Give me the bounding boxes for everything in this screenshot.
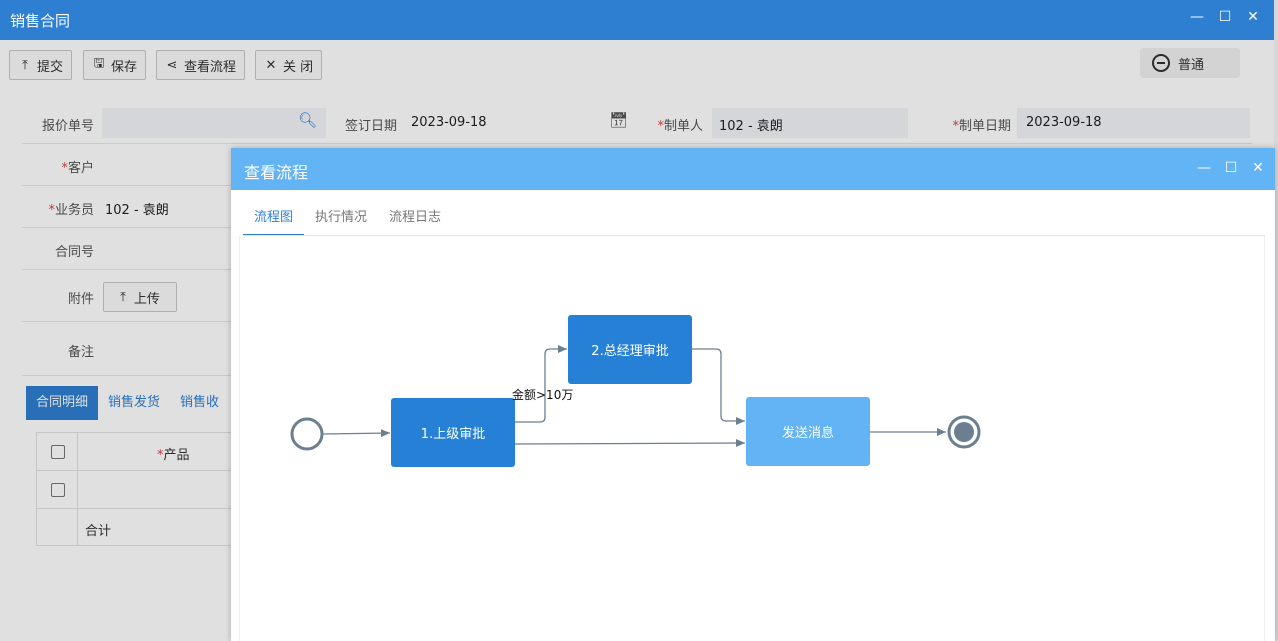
node-approve2[interactable]: 2.总经理审批: [568, 315, 692, 384]
tab-sales-delivery[interactable]: 销售发货: [108, 395, 161, 410]
tab-sales-receipt[interactable]: 销售收: [180, 395, 220, 410]
upload-button[interactable]: ⤒ 上传: [103, 282, 177, 312]
save-button[interactable]: 🖫 保存: [83, 50, 147, 80]
maximize-icon[interactable]: ☐: [1224, 160, 1238, 176]
form-row-5: 附件: [22, 270, 232, 322]
select-all-checkbox[interactable]: [51, 445, 65, 459]
save-icon: 🖫: [93, 56, 105, 71]
end-event-core: [954, 422, 974, 442]
share-icon: ⋖: [166, 57, 178, 73]
edge-approve1-notify: [514, 439, 746, 448]
detail-grid: *产品 合计: [36, 432, 237, 547]
sign-date-label: 签订日期: [344, 119, 397, 134]
edge-approve1-approve2: [515, 345, 567, 423]
view-flow-label: 查看流程: [184, 59, 237, 75]
calendar-icon[interactable]: 📅︎: [609, 111, 629, 129]
dialog-tabs: 流程图 执行情况 流程日志: [243, 206, 452, 236]
quote-no-input[interactable]: [102, 108, 326, 138]
upload-icon: ⤒: [22, 57, 28, 73]
total-label: 合计: [85, 524, 112, 539]
make-date-label: *制单日期: [952, 119, 1011, 134]
edge-approve2-notify: [692, 348, 745, 425]
search-icon[interactable]: 🔍︎: [298, 111, 318, 129]
tab-execution[interactable]: 执行情况: [315, 210, 368, 225]
tab-flow-log[interactable]: 流程日志: [389, 210, 442, 225]
remark-label: 备注: [67, 345, 94, 360]
start-event[interactable]: [290, 417, 324, 451]
upload-icon: ⤒: [120, 289, 126, 305]
edge-start-approve1: [322, 429, 391, 438]
window-title: 销售合同: [10, 12, 71, 30]
dialog-titlebar: 查看流程 — ☐ ✕: [231, 148, 1275, 190]
maker-input: [712, 108, 908, 138]
maker-value: 102 - 袁朗: [719, 119, 783, 134]
maker-label: *制单人: [657, 119, 703, 134]
make-date-input: [1017, 108, 1250, 138]
dialog-title: 查看流程: [244, 163, 309, 182]
flow-canvas: 1.上级审批 2.总经理审批 发送消息 金额>10万: [239, 236, 1265, 641]
product-header: *产品: [157, 448, 190, 463]
priority-level[interactable]: 普通: [1140, 48, 1240, 78]
quote-no-label: 报价单号: [41, 119, 94, 134]
form-row-3: *业务员 102 - 袁朗: [22, 186, 232, 228]
salesman-value[interactable]: 102 - 袁朗: [105, 203, 169, 218]
customer-label: *客户: [61, 161, 94, 176]
row-checkbox[interactable]: [51, 483, 65, 497]
maximize-icon[interactable]: ☐: [1218, 9, 1232, 25]
submit-label: 提交: [37, 59, 64, 75]
view-flow-button[interactable]: ⋖ 查看流程: [156, 50, 246, 80]
contract-no-label: 合同号: [54, 245, 94, 260]
upload-label: 上传: [133, 291, 160, 307]
table-row: [37, 471, 237, 509]
close-button[interactable]: ✕ 关 闭: [255, 50, 323, 80]
close-icon[interactable]: ✕: [1247, 9, 1259, 25]
form-row-2: *客户: [22, 144, 232, 186]
submit-button[interactable]: ⤒ 提交: [9, 50, 73, 80]
node-approve1[interactable]: 1.上级审批: [391, 398, 515, 467]
close-icon[interactable]: ✕: [1252, 160, 1264, 176]
priority-label: 普通: [1178, 57, 1205, 73]
close-icon: ✕: [265, 57, 277, 73]
tab-flow-chart[interactable]: 流程图: [243, 206, 305, 236]
grid-divider: [77, 433, 78, 545]
attachment-label: 附件: [67, 292, 94, 307]
make-date-value: 2023-09-18: [1026, 115, 1102, 130]
window-titlebar: 销售合同 — ☐ ✕: [0, 0, 1274, 40]
tab-contract-detail[interactable]: 合同明细: [26, 386, 99, 420]
node-notify[interactable]: 发送消息: [746, 397, 870, 466]
close-label: 关 闭: [283, 59, 314, 75]
view-flow-dialog: 查看流程 — ☐ ✕ 流程图 执行情况 流程日志 1.上级审: [231, 148, 1275, 641]
sign-date-value[interactable]: 2023-09-18: [411, 115, 487, 130]
form-row-1: 报价单号 🔍︎ 签订日期 2023-09-18 📅︎ *制单人 102 - 袁朗…: [22, 102, 1252, 144]
save-label: 保存: [111, 59, 138, 75]
form-row-6: 备注: [22, 322, 232, 376]
salesman-label: *业务员: [48, 203, 94, 218]
minimize-icon[interactable]: —: [1197, 160, 1211, 176]
grid-header: *产品: [37, 433, 237, 471]
minimize-icon[interactable]: —: [1190, 9, 1204, 25]
tabs-divider: [243, 235, 1265, 236]
window-scrollbar[interactable]: [1274, 0, 1278, 641]
detail-tabs: 合同明细 销售发货 销售收: [26, 386, 229, 420]
condition-label: 金额>10万: [512, 388, 574, 402]
total-row: 合计: [37, 509, 237, 547]
flow-edges: [290, 345, 981, 451]
form-row-4: 合同号: [22, 228, 232, 270]
minus-circle-icon: [1152, 54, 1170, 72]
toolbar: ⤒ 提交 🖫 保存 ⋖ 查看流程 ✕ 关 闭 普通: [0, 40, 1274, 90]
